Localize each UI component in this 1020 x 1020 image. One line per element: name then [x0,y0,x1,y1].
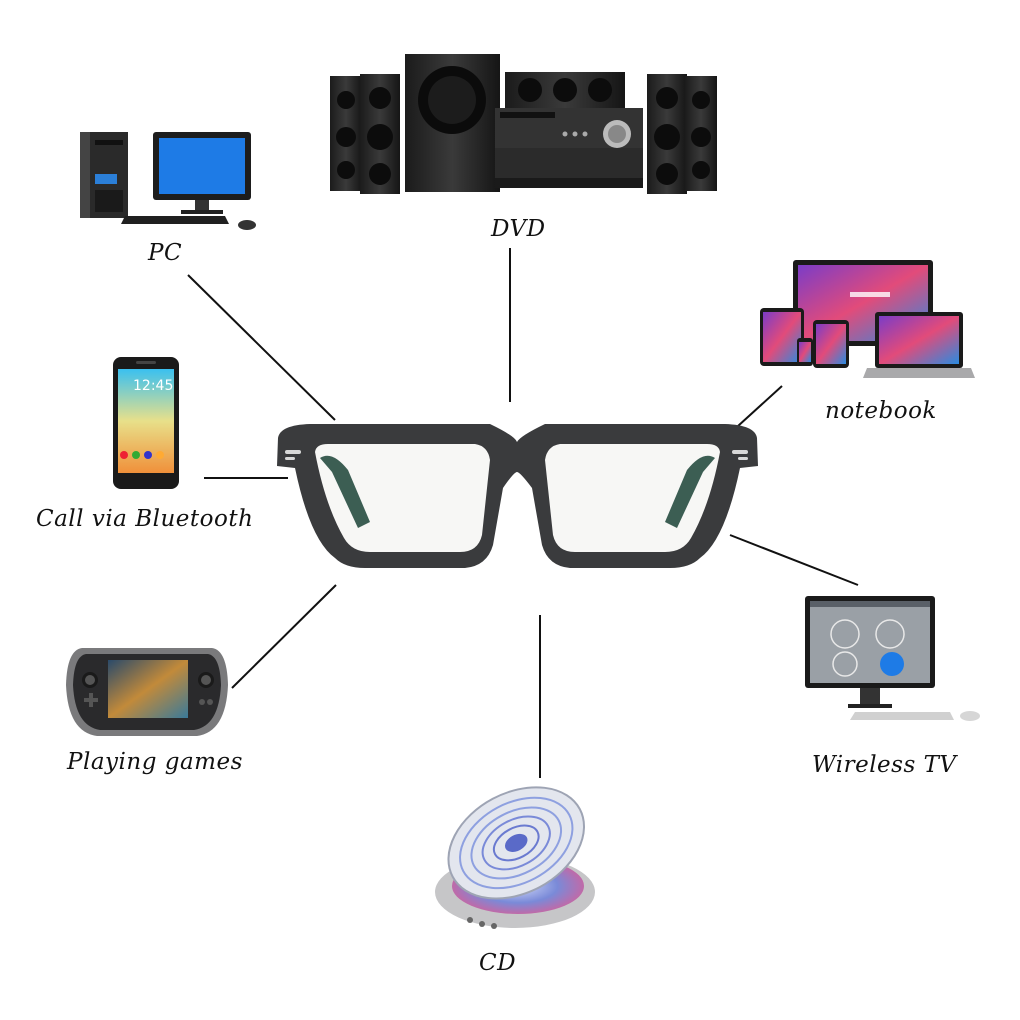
label-call-via-bluetooth: Call via Bluetooth [36,506,254,532]
cd-player-image [435,786,595,929]
line-wireless-tv [729,534,859,586]
line-pc [187,274,336,421]
label-notebook: notebook [825,398,937,424]
label-pc: PC [148,240,183,266]
label-wireless-tv: Wireless TV [812,752,957,778]
label-playing-games: Playing games [67,749,243,775]
notebook-tablets-image [760,260,975,378]
label-cd: CD [479,950,517,976]
desktop-pc-image [80,132,256,230]
handheld-game-console-image [66,648,228,736]
smartphone-image [113,357,179,489]
line-notebook [737,385,783,427]
line-games [231,584,337,689]
label-dvd: DVD [491,216,546,242]
phone-screen-time: 12:45 [133,378,174,394]
smart-glasses-image [277,424,758,568]
wireless-tv-monitor-image [805,596,980,721]
dvd-speaker-system-image [330,54,717,194]
